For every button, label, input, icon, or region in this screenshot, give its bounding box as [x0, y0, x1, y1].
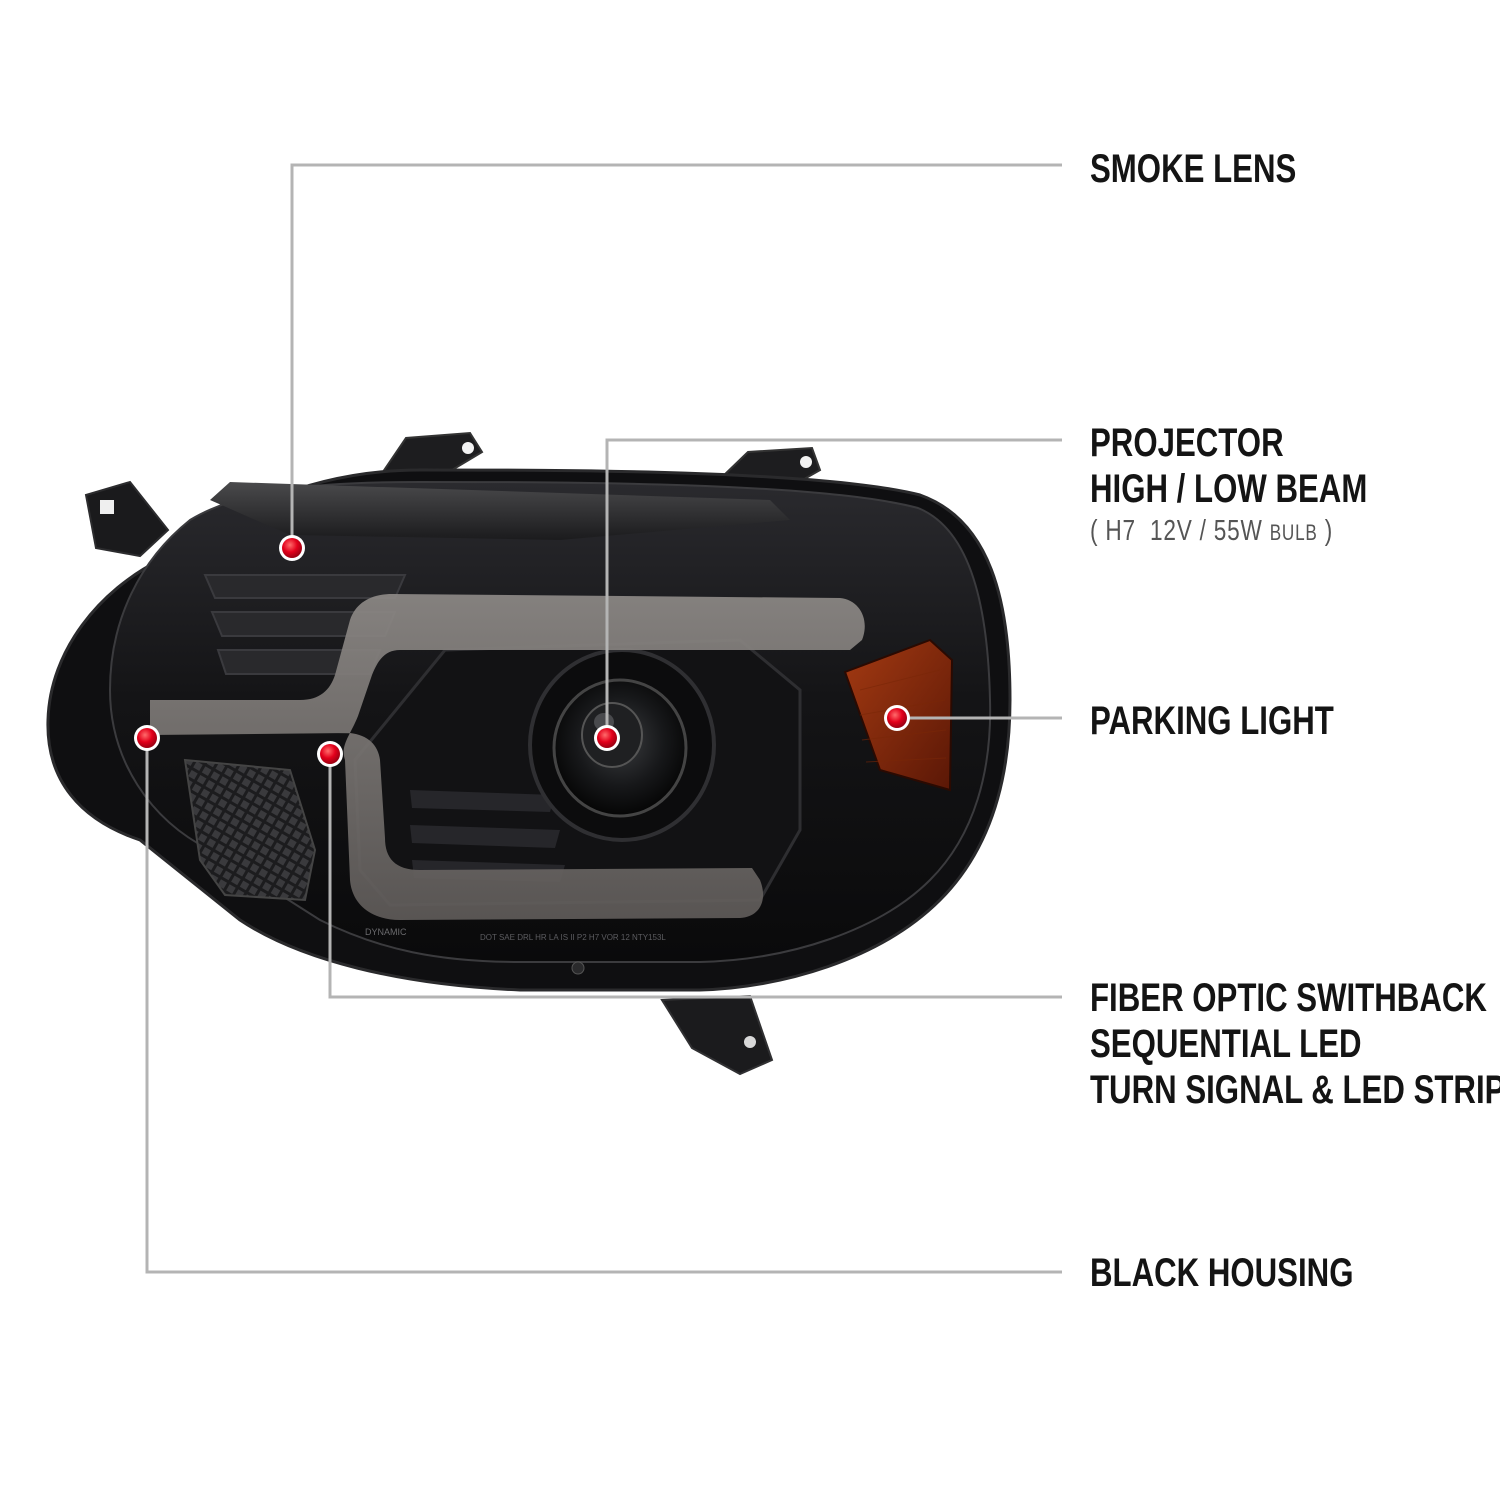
spec-open-paren: ( [1090, 515, 1099, 547]
marker-dot-projector [594, 725, 620, 751]
lens-dot-marking: DOT SAE DRL HR LA IS II P2 H7 VOR 12 NTY… [480, 933, 666, 942]
smoke-lens-label: SMOKE LENS [1090, 147, 1297, 191]
callout-parking-light: PARKING LIGHT [1090, 698, 1334, 744]
leader-line-fiber-optic [328, 754, 1062, 999]
spec-close-paren: ) [1324, 515, 1334, 547]
inner-louvers-lower [410, 790, 565, 882]
headlight-assembly: DYNAMIC DOT SAE DRL HR LA IS II P2 H7 VO… [46, 431, 1012, 1076]
fiber-optic-label-line1: FIBER OPTIC SWITHBACK [1090, 976, 1487, 1020]
leader-line-black-housing [145, 738, 1062, 1274]
marker-dot-smoke-lens [279, 535, 305, 561]
lower-mesh-grille [183, 758, 317, 902]
projector-label-line2: HIGH / LOW BEAM [1090, 467, 1368, 511]
leader-line-projector [605, 438, 1062, 738]
callout-smoke-lens: SMOKE LENS [1090, 146, 1296, 192]
side-mounting-tab [84, 480, 170, 558]
spec-bulb-value: H7 12V / 55W [1105, 515, 1263, 547]
top-trim [210, 482, 790, 540]
callout-projector: PROJECTOR HIGH / LOW BEAM ( H7 12V / 55W… [1090, 420, 1367, 552]
marker-dot-parking-light [884, 705, 910, 731]
spec-bulb-unit: BULB [1269, 520, 1318, 545]
marker-dot-fiber-optic [317, 741, 343, 767]
bottom-mounting-bracket [660, 994, 774, 1076]
projector-bulb-spec: ( H7 12V / 55W BULB ) [1090, 512, 1367, 552]
fiber-optic-led-strip [150, 594, 865, 920]
projector-label-line1: PROJECTOR [1090, 421, 1284, 465]
leader-line-smoke-lens [290, 163, 1062, 548]
callout-black-housing: BLACK HOUSING [1090, 1250, 1353, 1296]
parking-light-label: PARKING LIGHT [1090, 699, 1334, 743]
marker-dots [134, 535, 910, 767]
fiber-optic-label-line3: TURN SIGNAL & LED STRIP [1090, 1068, 1500, 1112]
marker-dot-black-housing [134, 725, 160, 751]
leader-lines [145, 163, 1062, 1274]
fiber-optic-label-line2: SEQUENTIAL LED [1090, 1022, 1362, 1066]
projector-lens [528, 648, 716, 842]
callout-fiber-optic: FIBER OPTIC SWITHBACK SEQUENTIAL LED TUR… [1090, 975, 1500, 1113]
black-housing-label: BLACK HOUSING [1090, 1251, 1354, 1295]
lens-badge-marking: DYNAMIC [365, 927, 407, 937]
